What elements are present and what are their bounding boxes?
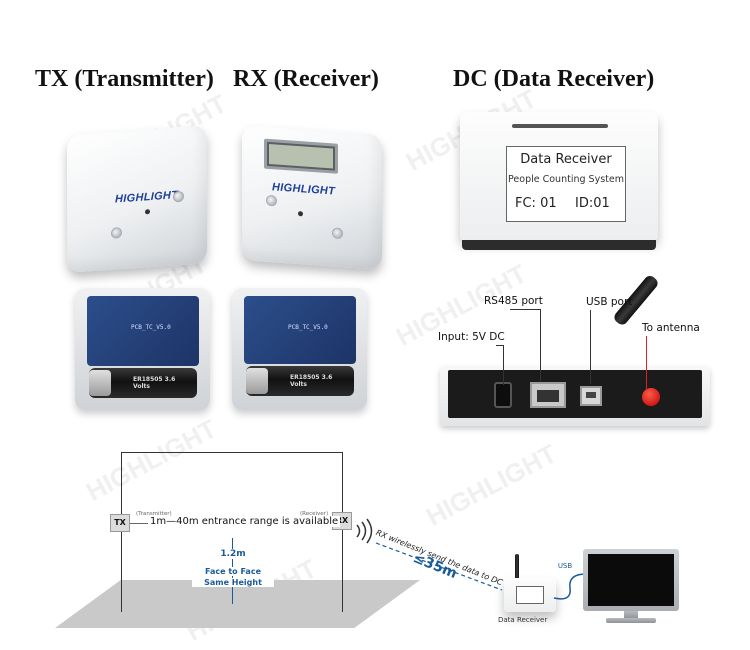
height-text: 1.2m	[210, 549, 256, 559]
leader-line	[540, 309, 541, 381]
watermark: HIGHLIGHT	[421, 438, 562, 532]
monitor-stand	[624, 611, 638, 619]
battery: ER18505 3.6 Volts	[246, 366, 354, 396]
id-value: ID:01	[575, 196, 610, 211]
data-receiver-caption: Data Receiver	[498, 616, 548, 624]
device-label-subtitle: People Counting System	[508, 174, 624, 185]
watermark: HIGHLIGHT	[81, 413, 222, 507]
tx-small-label: (Transmitter)	[136, 511, 172, 517]
monitor	[583, 549, 679, 611]
brand-logo: HIGHLIGHT	[115, 189, 179, 206]
battery-label: ER18505 3.6 Volts	[133, 376, 176, 390]
usb-cable	[553, 573, 587, 600]
sensor-lens	[145, 209, 150, 215]
usb-port	[580, 386, 602, 406]
rs485-port	[530, 382, 566, 408]
fc-value: FC: 01	[515, 196, 557, 211]
usb-callout: USB port	[586, 296, 633, 308]
data-receiver-side	[440, 366, 710, 426]
tx-device: HIGHLIGHT	[67, 125, 207, 273]
same-height-text: Same Height	[192, 578, 274, 587]
dc-power-port	[494, 382, 512, 408]
brand-logo: HIGHLIGHT	[272, 181, 336, 198]
tx-title: TX (Transmitter)	[35, 66, 214, 92]
screw-icon	[173, 190, 184, 203]
lcd-display	[264, 138, 338, 174]
small-data-receiver	[504, 578, 556, 612]
usb-label: USB	[557, 562, 573, 570]
pcb-label: PCB_TC_V5.0	[288, 324, 328, 331]
leader-line	[510, 309, 540, 310]
wireless-path	[375, 542, 503, 591]
pcb-board: PCB_TC_V5.0	[87, 296, 199, 366]
screw-icon	[332, 227, 343, 240]
tx-open-device: PCB_TC_V5.0 ER18505 3.6 Volts	[75, 288, 210, 410]
dc-title: DC (Data Receiver)	[453, 66, 655, 92]
monitor-screen	[588, 554, 674, 606]
vent-slot	[512, 124, 608, 128]
input-callout: Input: 5V DC	[438, 331, 505, 343]
rx-small-label: (Receiver)	[300, 511, 329, 517]
rx-device: HIGHLIGHT	[242, 125, 382, 270]
monitor-base	[606, 618, 656, 623]
door-frame	[121, 452, 343, 453]
pcb-board: PCB_TC_V5.0	[244, 296, 356, 364]
data-receiver-device: Data Receiver People Counting System FC:…	[460, 112, 658, 240]
antenna-port	[642, 388, 660, 406]
port-panel	[448, 370, 702, 418]
pcb-label: PCB_TC_V5.0	[131, 324, 171, 331]
floor-plane	[55, 580, 420, 628]
door-frame	[342, 452, 343, 612]
range-text: 1m—40m entrance range is available	[148, 516, 341, 527]
face-text: Face to Face	[192, 567, 274, 576]
wireless-signal-icon	[356, 518, 373, 544]
rx-title: RX (Receiver)	[233, 66, 379, 92]
leader-line	[590, 310, 591, 384]
rx-open-device: PCB_TC_V5.0 ER18505 3.6 Volts	[232, 288, 367, 410]
screw-icon	[266, 194, 277, 207]
leader-line	[646, 336, 647, 390]
sensor-lens	[298, 211, 303, 217]
door-frame	[121, 452, 122, 612]
tx-tag: TX	[110, 514, 130, 532]
antenna-callout: To antenna	[642, 322, 700, 334]
battery-label: ER18505 3.6 Volts	[290, 374, 333, 388]
battery: ER18505 3.6 Volts	[89, 368, 197, 398]
leader-line	[496, 345, 504, 346]
screw-icon	[111, 227, 122, 239]
device-label: Data Receiver People Counting System FC:…	[506, 146, 626, 222]
leader-line	[503, 345, 504, 385]
device-label-title: Data Receiver	[520, 152, 612, 167]
rs485-callout: RS485 port	[484, 295, 543, 307]
device-base	[462, 240, 656, 250]
small-antenna	[515, 554, 519, 582]
